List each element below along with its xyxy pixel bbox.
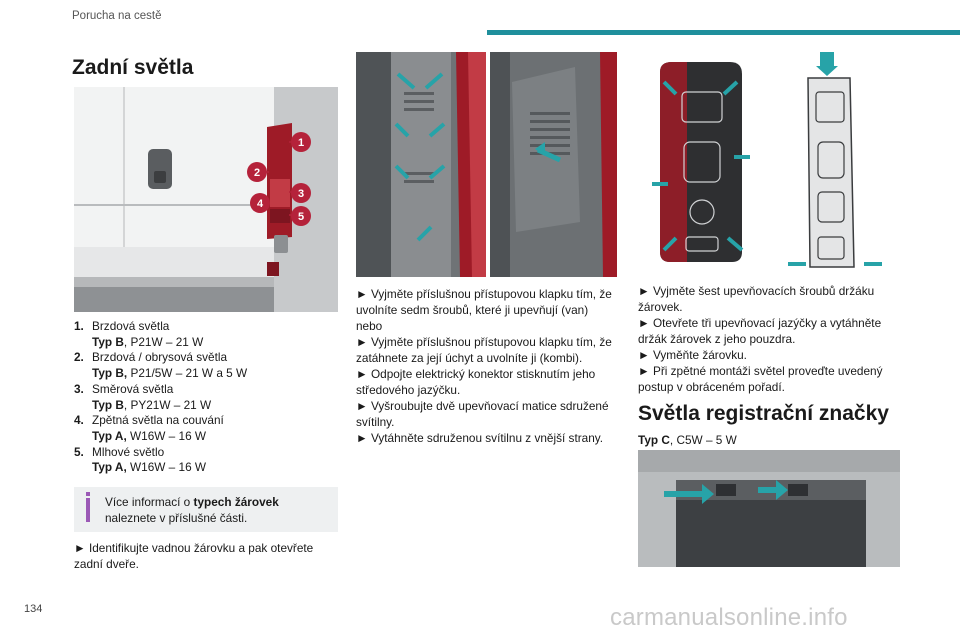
callout-1: 1 — [298, 137, 304, 149]
callout-2: 2 — [254, 167, 260, 179]
rear-lights-figure: 1 2 3 4 5 — [74, 87, 338, 312]
callout-4: 4 — [257, 198, 264, 210]
plate-light-figure — [638, 450, 900, 567]
interior-panel-figure — [490, 52, 617, 277]
bulb-holder-back-figure — [780, 52, 890, 277]
info-icon-dot — [86, 492, 90, 496]
middle-steps: ► Vyjměte příslušnou přístupovou klapku … — [356, 287, 612, 445]
legend-spec: Typ B, P21W – 21 W — [92, 334, 204, 349]
callout-5: 5 — [298, 211, 304, 223]
bulb-legend: 1.Brzdová světla Typ B, P21W – 21 W 2.Br… — [74, 319, 344, 476]
legend-spec: Typ A, W16W – 16 W — [92, 428, 207, 443]
left-step: ► Identifikujte vadnou žárovku a pak ote… — [74, 541, 314, 571]
legend-item: 2.Brzdová / obrysová světla — [74, 350, 228, 365]
legend-item: 4.Zpětná světla na couvání — [74, 413, 224, 428]
plate-bulb-spec: Typ C, C5W – 5 W — [638, 433, 737, 447]
legend-item: 1.Brzdová světla — [74, 319, 170, 333]
info-icon — [86, 498, 90, 522]
legend-spec: Typ B, PY21W – 21 W — [92, 397, 212, 412]
running-header: Porucha na cestě — [72, 10, 162, 22]
watermark: carmanualsonline.info — [610, 604, 848, 631]
section-title-plate-lights: Světla registrační značky — [638, 402, 889, 425]
access-flap-figure — [356, 52, 486, 277]
section-title-rear-lights: Zadní světla — [72, 56, 194, 79]
right-steps: ► Vyjměte šest upevňovacích šroubů držák… — [638, 284, 883, 394]
legend-spec: Typ B, P21/5W – 21 W a 5 W — [92, 366, 248, 381]
callout-3: 3 — [298, 188, 304, 200]
legend-item: 3.Směrová světla — [74, 381, 174, 396]
info-note: Více informací o typech žárovek naleznet… — [74, 487, 338, 532]
page-number: 134 — [24, 603, 43, 615]
bulb-holder-front-figure — [642, 52, 760, 277]
legend-spec: Typ A, W16W – 16 W — [92, 460, 207, 475]
legend-item: 5.Mlhové světlo — [74, 444, 165, 459]
info-text: Více informací o typech žárovek naleznet… — [105, 495, 279, 525]
header-accent-bar — [487, 30, 960, 35]
